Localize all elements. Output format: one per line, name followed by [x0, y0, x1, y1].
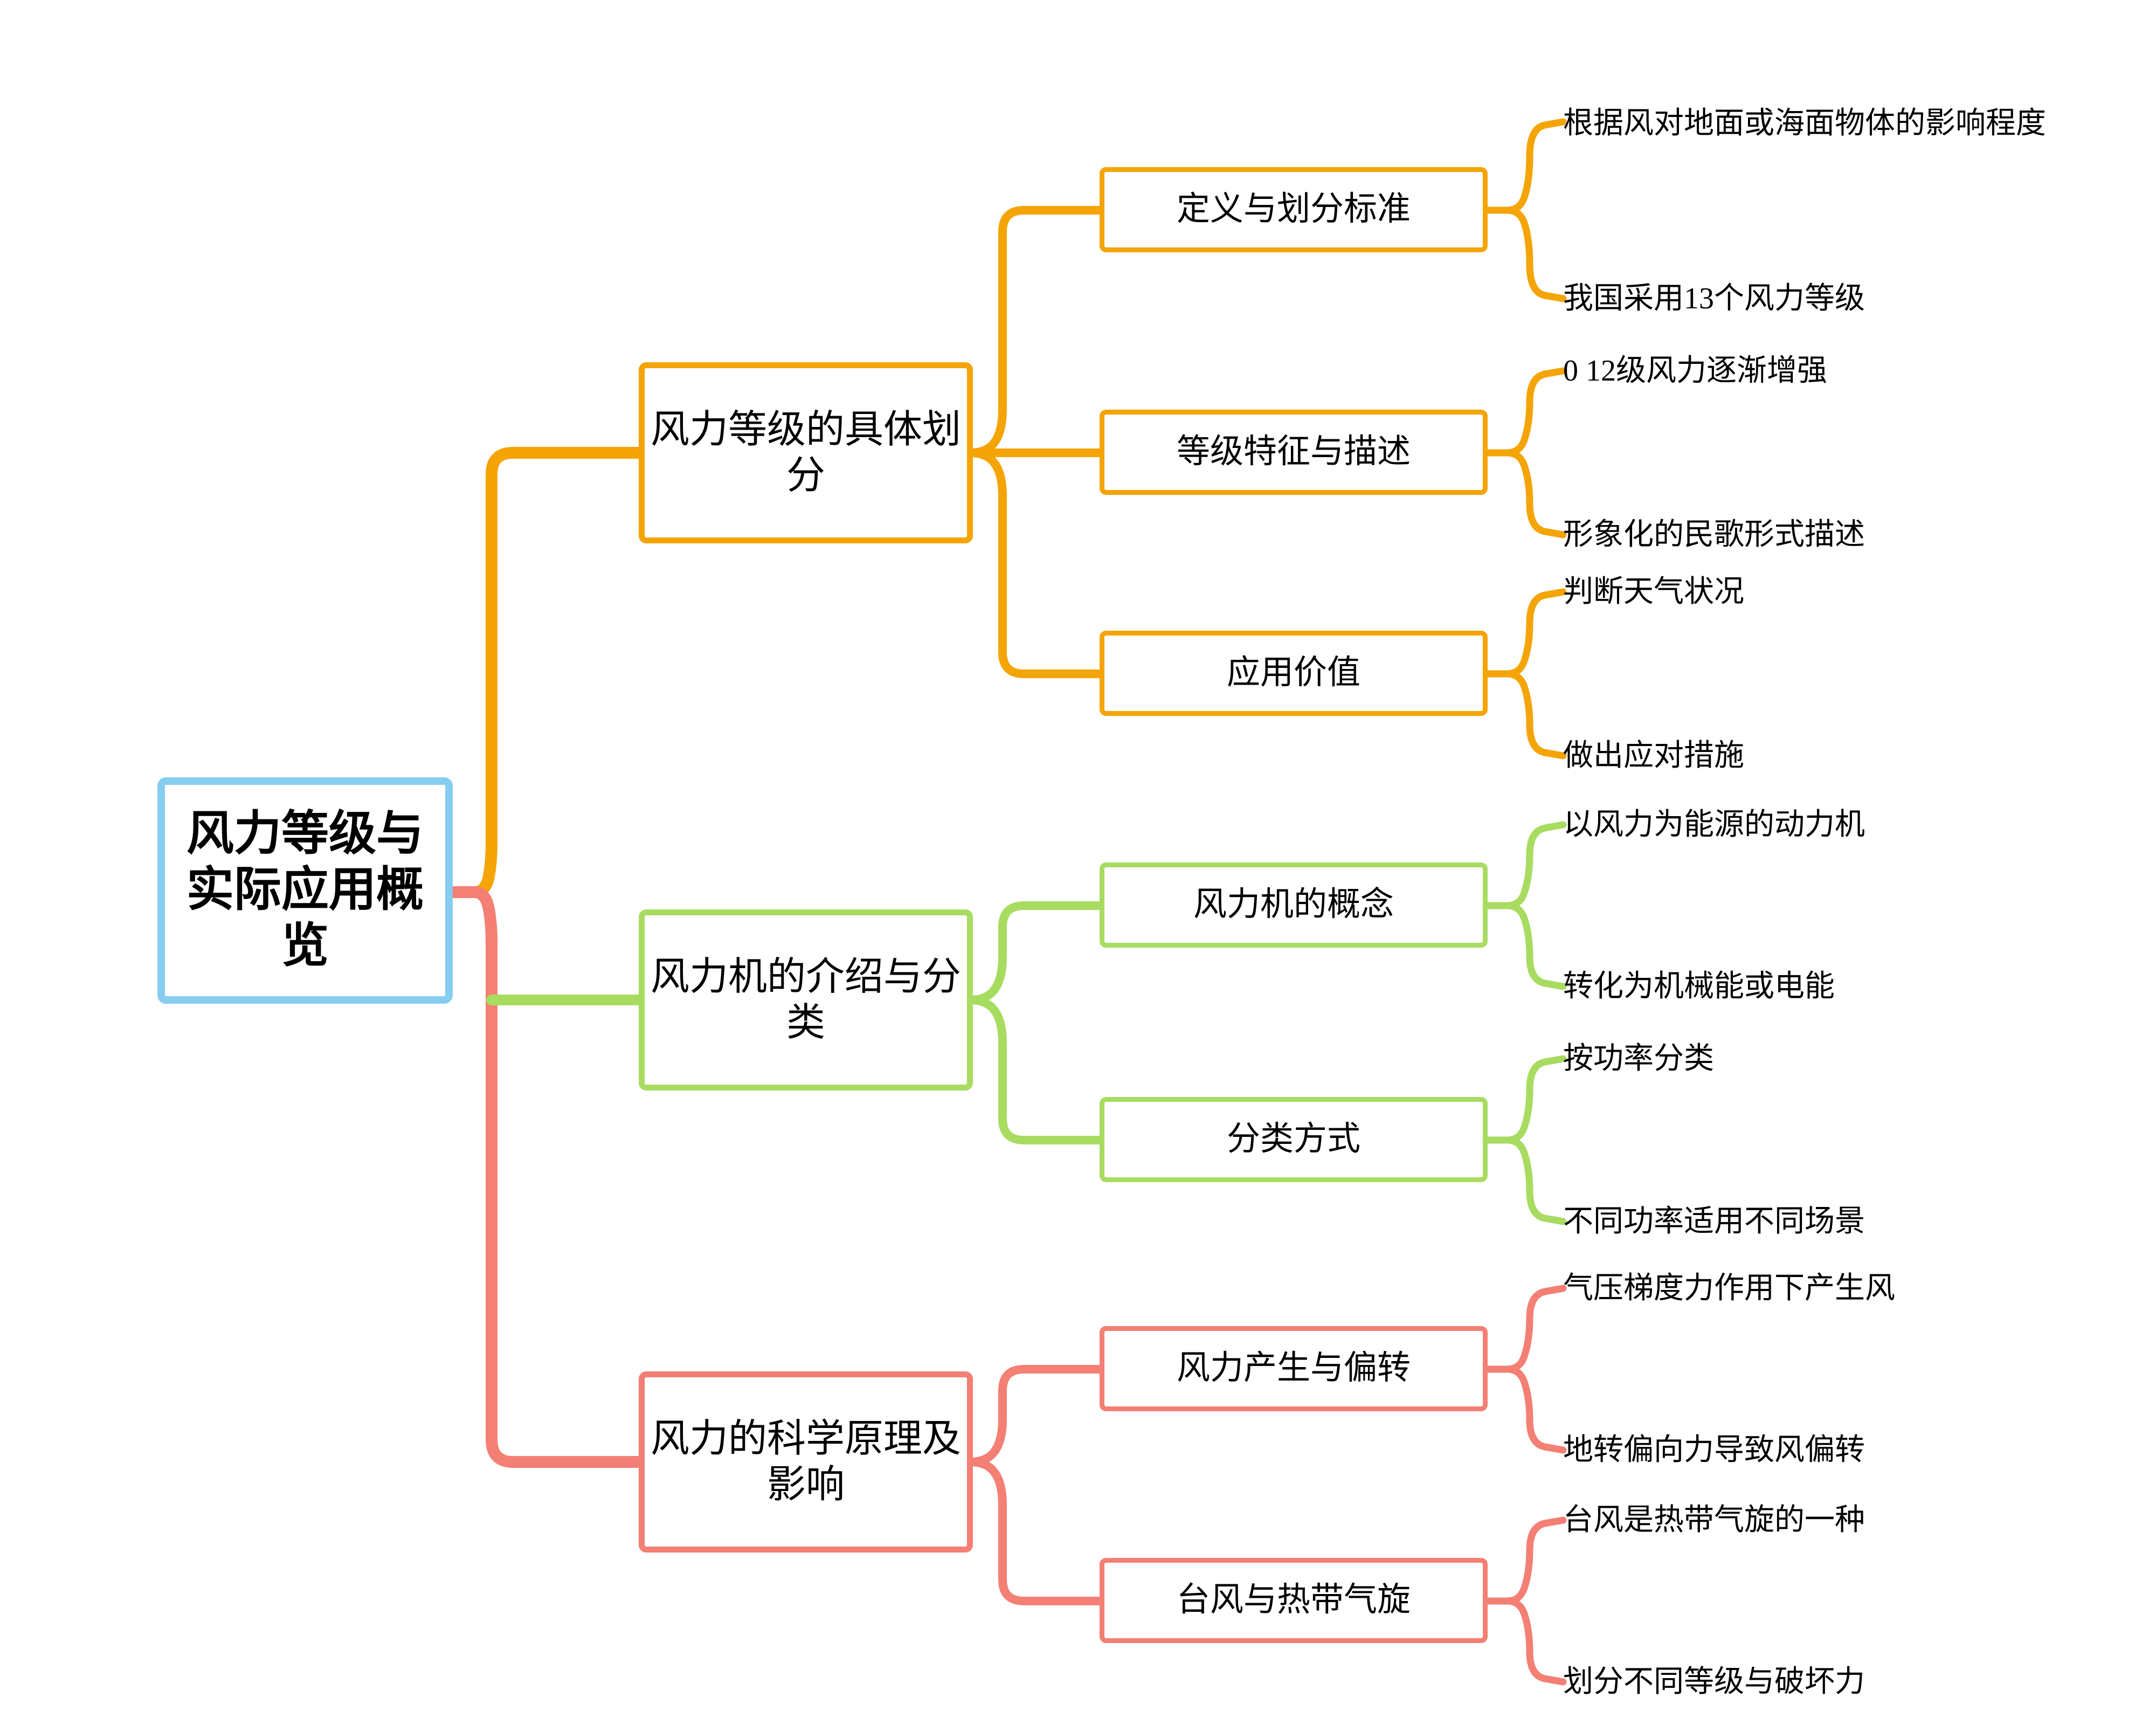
topic-node-1-3-label: 应用价值	[1226, 654, 1360, 692]
leaf-2-2-1-label: 按功率分类	[1563, 1042, 1714, 1076]
branch-node-2-label: 风力机的介绍与分类	[650, 955, 961, 1044]
leaf-2-1-2-label: 转化为机械能或电能	[1563, 970, 1835, 1004]
connector-topic-1-2-to-leaf-1	[1483, 367, 1567, 457]
topic-node-2-2-label: 分类方式	[1226, 1121, 1360, 1158]
connector-branch-1-to-topic-1	[966, 206, 1104, 457]
leaf-2-2-1[interactable]: 按功率分类	[1563, 1035, 2134, 1084]
leaf-3-1-2[interactable]: 地转偏向力导致风偏转	[1563, 1426, 2134, 1475]
connector-topic-1-3-to-leaf-2	[1483, 670, 1567, 760]
connector-topic-3-2-to-leaf-1	[1483, 1516, 1567, 1605]
leaf-1-2-2-label: 形象化的民歌形式描述	[1563, 518, 1865, 552]
connector-branch-2-to-topic-2	[966, 996, 1104, 1144]
leaf-3-2-2[interactable]: 划分不同等级与破坏力	[1563, 1658, 2134, 1707]
root-node-label: 风力等级与实际应用概览	[186, 808, 424, 972]
connector-topic-2-2-to-leaf-1	[1483, 1055, 1567, 1144]
branch-node-3-label: 风力的科学原理及影响	[650, 1417, 961, 1506]
connector-topic-2-2-to-leaf-2	[1483, 1136, 1567, 1225]
leaf-1-3-1[interactable]: 判断天气状况	[1563, 568, 2134, 617]
leaf-1-1-1[interactable]: 根据风对地面或海面物体的影响程度	[1563, 75, 2134, 172]
leaf-1-1-2[interactable]: 我国采用13个风力等级	[1563, 275, 2134, 323]
connector-topic-1-1-to-leaf-1	[1483, 118, 1567, 214]
leaf-1-1-1-label: 根据风对地面或海面物体的影响程度	[1563, 107, 2046, 141]
connector-branch-3-to-topic-2	[966, 1458, 1104, 1605]
branch-node-3[interactable]: 风力的科学原理及影响	[639, 1371, 973, 1552]
topic-node-3-1[interactable]: 风力产生与偏转	[1100, 1326, 1488, 1411]
leaf-1-3-2-label: 做出应对措施	[1563, 739, 1744, 773]
topic-node-1-2-label: 等级特征与描述	[1176, 433, 1411, 471]
connector-topic-3-2-to-leaf-2	[1483, 1597, 1567, 1686]
leaf-1-3-2[interactable]: 做出应对措施	[1563, 732, 2134, 781]
leaf-1-2-1-label: 0 12级风力逐渐增强	[1563, 354, 1827, 388]
leaf-2-1-2[interactable]: 转化为机械能或电能	[1563, 963, 2134, 1011]
root-node[interactable]: 风力等级与实际应用概览	[157, 777, 453, 1004]
connector-topic-2-1-to-leaf-2	[1483, 902, 1567, 990]
topic-node-2-2[interactable]: 分类方式	[1100, 1097, 1488, 1182]
connector-root-to-branch-3	[446, 886, 645, 1468]
connector-topic-2-1-to-leaf-1	[1483, 821, 1567, 909]
leaf-3-1-1-label: 气压梯度力作用下产生风	[1563, 1272, 1895, 1306]
leaf-2-1-1-label: 以风力为能源的动力机	[1563, 808, 1865, 842]
leaf-3-2-1[interactable]: 台风是热带气旋的一种	[1563, 1496, 2134, 1545]
topic-node-1-1-label: 定义与划分标准	[1176, 191, 1411, 228]
leaf-2-2-2[interactable]: 不同功率适用不同场景	[1563, 1198, 2134, 1246]
topic-node-1-2[interactable]: 等级特征与描述	[1100, 410, 1488, 495]
connector-topic-3-1-to-leaf-1	[1483, 1285, 1567, 1373]
leaf-3-2-2-label: 划分不同等级与破坏力	[1563, 1665, 1865, 1699]
topic-node-1-1[interactable]: 定义与划分标准	[1100, 167, 1488, 252]
leaf-2-1-1[interactable]: 以风力为能源的动力机	[1563, 801, 2134, 850]
topic-node-3-1-label: 风力产生与偏转	[1176, 1350, 1411, 1387]
leaf-3-1-2-label: 地转偏向力导致风偏转	[1563, 1433, 1865, 1467]
leaf-2-2-2-label: 不同功率适用不同场景	[1563, 1205, 1865, 1239]
branch-node-1[interactable]: 风力等级的具体划分	[639, 362, 973, 543]
topic-node-3-2-label: 台风与热带气旋	[1176, 1582, 1411, 1619]
connector-branch-3-to-topic-1	[966, 1365, 1104, 1466]
connector-root-to-branch-1	[446, 447, 645, 898]
connector-branch-1-to-topic-3	[966, 448, 1104, 678]
connector-topic-1-1-to-leaf-2	[1483, 206, 1567, 302]
branch-node-1-label: 风力等级的具体划分	[650, 408, 961, 497]
topic-node-2-1-label: 风力机的概念	[1193, 886, 1394, 923]
topic-node-1-3[interactable]: 应用价值	[1100, 631, 1488, 716]
connector-topic-1-3-to-leaf-1	[1483, 588, 1567, 678]
leaf-1-1-2-label: 我国采用13个风力等级	[1563, 282, 1865, 316]
leaf-1-2-2[interactable]: 形象化的民歌形式描述	[1563, 511, 2134, 560]
branch-node-2[interactable]: 风力机的介绍与分类	[639, 909, 973, 1091]
connector-topic-3-1-to-leaf-2	[1483, 1365, 1567, 1454]
leaf-3-1-1[interactable]: 气压梯度力作用下产生风	[1563, 1265, 2134, 1313]
leaf-1-2-1[interactable]: 0 12级风力逐渐增强	[1563, 347, 2134, 396]
topic-node-3-2[interactable]: 台风与热带气旋	[1100, 1558, 1488, 1643]
connector-branch-2-to-topic-1	[966, 901, 1104, 1004]
connector-topic-1-2-to-leaf-2	[1483, 449, 1567, 539]
leaf-1-3-1-label: 判断天气状况	[1563, 575, 1744, 609]
leaf-3-2-1-label: 台风是热带气旋的一种	[1563, 1503, 1865, 1537]
topic-node-2-1[interactable]: 风力机的概念	[1100, 862, 1488, 948]
